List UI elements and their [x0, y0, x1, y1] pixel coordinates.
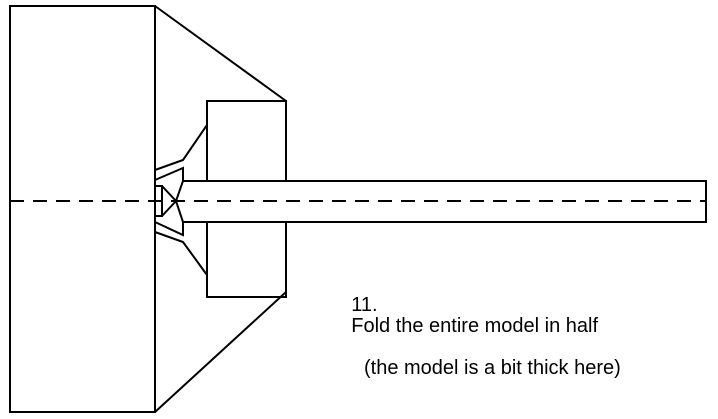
long-strip: [183, 180, 707, 223]
lower-block: [206, 221, 287, 298]
lower-fold-detail: [154, 231, 208, 276]
upper-block: [206, 100, 287, 182]
step-number: 11.: [351, 294, 378, 316]
upper-diagonal-edge: [154, 5, 287, 102]
step-text-line2: (the model is a bit thick here): [364, 357, 621, 379]
step-instruction: 11. Fold the entire model in half (the m…: [329, 274, 718, 419]
upper-fold-detail: [154, 124, 208, 171]
left-flap: [9, 5, 156, 413]
lower-diagonal-edge: [154, 291, 287, 413]
step-text-line1: Fold the entire model in half: [351, 315, 599, 337]
